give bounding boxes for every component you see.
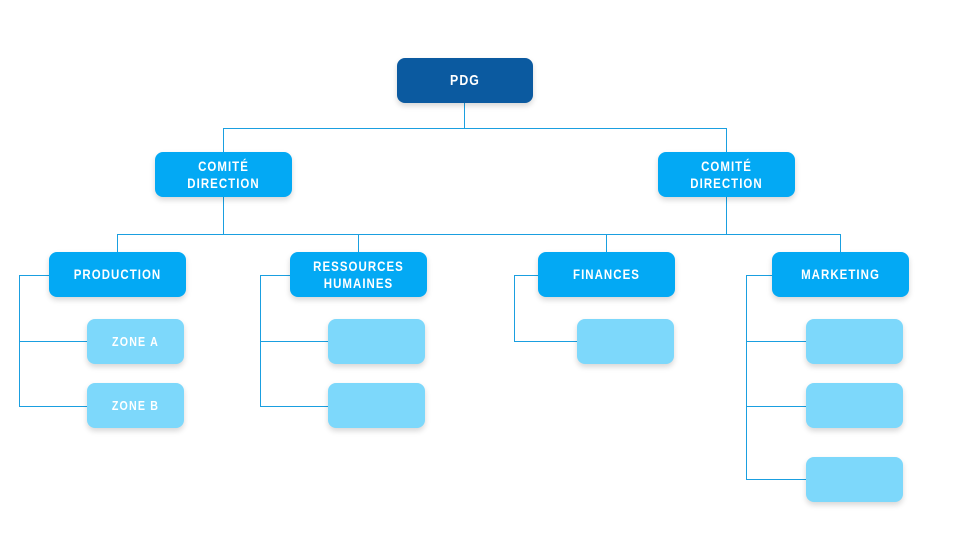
connector-zone-a-in bbox=[19, 341, 87, 342]
node-zone-b-label: ZONE B bbox=[111, 397, 160, 413]
connector-marketing-drop bbox=[840, 234, 841, 252]
connector-production-drop bbox=[117, 234, 118, 252]
node-marketing-child-3[interactable] bbox=[806, 457, 903, 502]
node-pdg[interactable]: PDG bbox=[397, 58, 533, 103]
connector-production-spine bbox=[19, 275, 20, 406]
node-pdg-label: PDG bbox=[450, 71, 480, 89]
node-zone-b[interactable]: ZONE B bbox=[87, 383, 184, 428]
connector-zone-b-in bbox=[19, 406, 87, 407]
connector-rh-drop bbox=[358, 234, 359, 252]
node-comite-direction-left-label: COMITÉ DIRECTION bbox=[187, 157, 260, 191]
connector-rh-child1-in bbox=[260, 341, 328, 342]
node-comite-direction-right[interactable]: COMITÉ DIRECTION bbox=[658, 152, 795, 197]
node-marketing-label: MARKETING bbox=[801, 266, 880, 283]
connector-production-out bbox=[19, 275, 49, 276]
connector-mkt-child1-in bbox=[746, 341, 806, 342]
node-comite-direction-left[interactable]: COMITÉ DIRECTION bbox=[155, 152, 292, 197]
connector-finances-out bbox=[514, 275, 538, 276]
connector-pdg-drop bbox=[464, 103, 465, 128]
connector-level2-bar bbox=[223, 128, 726, 129]
connector-rh-spine bbox=[260, 275, 261, 406]
connector-comite-l-stem bbox=[223, 197, 224, 234]
node-production[interactable]: PRODUCTION bbox=[49, 252, 186, 297]
node-ressources-humaines[interactable]: RESSOURCES HUMAINES bbox=[290, 252, 427, 297]
connector-rh-child2-in bbox=[260, 406, 328, 407]
node-marketing[interactable]: MARKETING bbox=[772, 252, 909, 297]
node-rh-child-2[interactable] bbox=[328, 383, 425, 428]
node-production-label: PRODUCTION bbox=[73, 266, 162, 283]
connector-mkt-child3-in bbox=[746, 479, 806, 480]
connector-comite-l-drop bbox=[223, 128, 224, 152]
node-marketing-child-2[interactable] bbox=[806, 383, 903, 428]
connector-marketing-spine bbox=[746, 275, 747, 480]
node-zone-a-label: ZONE A bbox=[112, 333, 159, 349]
node-rh-child-1[interactable] bbox=[328, 319, 425, 364]
node-finances-child-1[interactable] bbox=[577, 319, 674, 364]
connector-mkt-child2-in bbox=[746, 406, 806, 407]
connector-comite-r-stem bbox=[726, 197, 727, 234]
connector-level3-bar bbox=[117, 234, 840, 235]
connector-rh-out bbox=[260, 275, 290, 276]
node-marketing-child-1[interactable] bbox=[806, 319, 903, 364]
connector-finances-spine bbox=[514, 275, 515, 342]
connector-finances-drop bbox=[606, 234, 607, 252]
node-finances[interactable]: FINANCES bbox=[538, 252, 675, 297]
node-comite-direction-right-label: COMITÉ DIRECTION bbox=[690, 157, 763, 191]
connector-comite-r-drop bbox=[726, 128, 727, 152]
connector-marketing-out bbox=[746, 275, 772, 276]
node-finances-label: FINANCES bbox=[573, 266, 640, 283]
node-zone-a[interactable]: ZONE A bbox=[87, 319, 184, 364]
connector-fin-child1-in bbox=[514, 341, 577, 342]
node-ressources-humaines-label: RESSOURCES HUMAINES bbox=[313, 257, 404, 291]
